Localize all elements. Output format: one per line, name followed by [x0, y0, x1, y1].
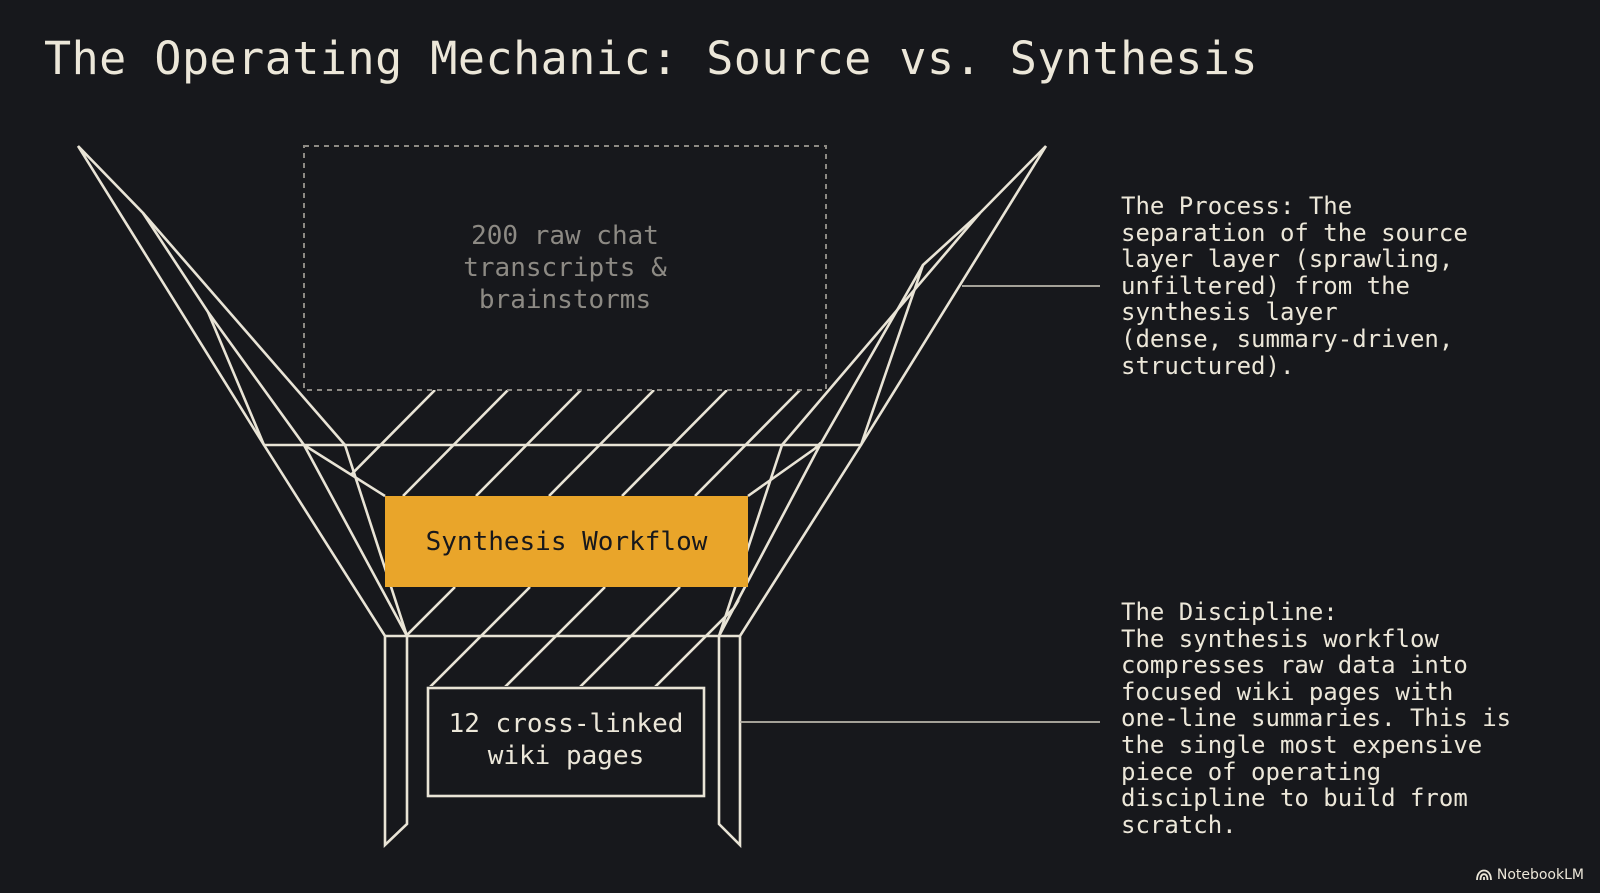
- funnel-right-rib: [781, 212, 981, 446]
- synthesis-workflow-box: Synthesis Workflow: [385, 496, 748, 587]
- hatch-line: [694, 390, 801, 496]
- hatch-line: [475, 390, 582, 496]
- hatch-line: [402, 390, 509, 496]
- brand-watermark: NotebookLM: [1475, 867, 1584, 883]
- slide-title: The Operating Mechanic: Source vs. Synth…: [44, 32, 1259, 85]
- source-box-label: 200 raw chat transcripts & brainstorms: [463, 221, 667, 315]
- funnel-right-rib: [859, 264, 925, 446]
- notebooklm-logo-icon: [1475, 869, 1492, 881]
- funnel-right-rib: [747, 443, 821, 498]
- brand-name: NotebookLM: [1496, 867, 1584, 883]
- hatch-line: [504, 587, 606, 686]
- funnel-left-rib: [303, 443, 386, 498]
- process-note: The Process: The separation of the sourc…: [1121, 192, 1468, 380]
- funnel-right-rib: [717, 444, 784, 637]
- output-box-frame: [426, 686, 706, 798]
- source-box-frame: [303, 145, 827, 391]
- hatch-line: [621, 390, 728, 496]
- output-box-label: 12 cross-linked wiki pages: [448, 709, 684, 771]
- hatch-line: [579, 587, 681, 686]
- funnel-right-wall: [717, 145, 1048, 849]
- funnel-left-rib: [206, 311, 266, 446]
- funnel-left-wall: [76, 145, 409, 849]
- hatch-line: [429, 587, 531, 686]
- hatch-line: [548, 390, 655, 496]
- discipline-note: The Discipline: The synthesis workflow c…: [1121, 598, 1512, 839]
- synthesis-workflow-label: Synthesis Workflow: [425, 526, 708, 557]
- funnel-left-rib: [343, 444, 409, 637]
- funnel-left-rib: [142, 212, 346, 446]
